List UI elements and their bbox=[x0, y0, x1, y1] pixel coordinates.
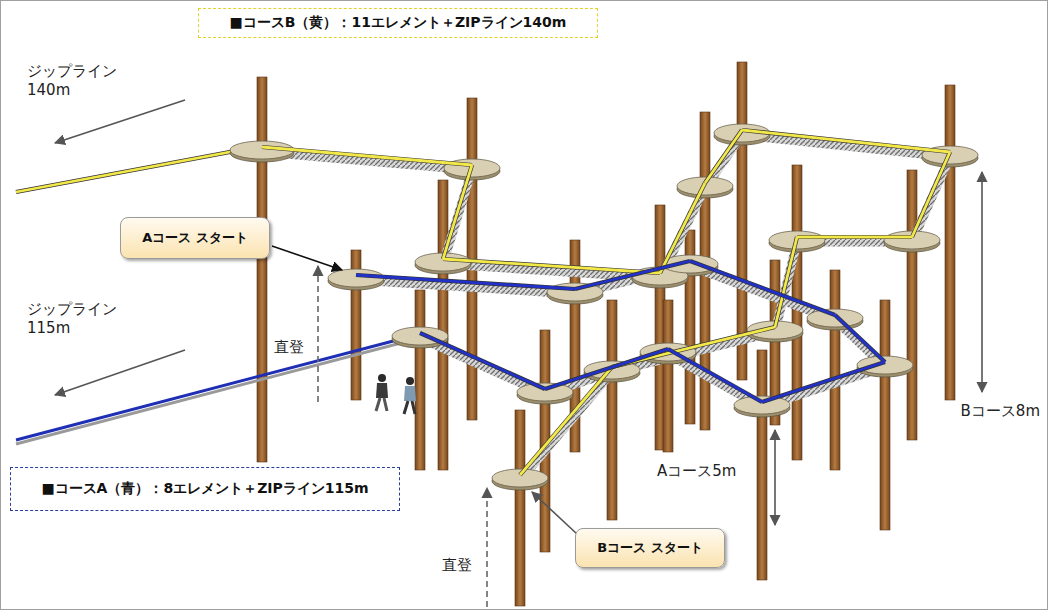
start-callout: Bコース スタート bbox=[575, 528, 725, 568]
course-b-line bbox=[775, 237, 797, 327]
course-b-line-casing bbox=[912, 152, 950, 237]
pole bbox=[757, 350, 767, 580]
ziplines bbox=[16, 146, 420, 444]
height-arrow bbox=[774, 430, 776, 525]
platforms bbox=[230, 124, 978, 490]
person-body bbox=[376, 383, 388, 398]
course-b-line bbox=[262, 147, 472, 165]
course-a-line-casing bbox=[668, 349, 762, 402]
zipline-115-casing bbox=[16, 338, 420, 444]
zipline-label: ジップライン 140m bbox=[25, 62, 133, 100]
start-callout: Aコース スタート bbox=[120, 217, 270, 259]
person-head bbox=[406, 377, 414, 385]
course-b-line-casing bbox=[660, 183, 705, 273]
box-text: ■コースB（黄）：11エレメント＋ZIPライン140m bbox=[230, 14, 567, 32]
box-text: Aコース スタート bbox=[142, 229, 248, 247]
zipline-115 bbox=[16, 334, 420, 440]
platform bbox=[734, 396, 790, 414]
person-head bbox=[378, 374, 386, 382]
course-a-line-casing bbox=[575, 261, 690, 289]
people bbox=[376, 374, 416, 414]
course-a-line-casing bbox=[762, 362, 885, 402]
course-a-line-casing bbox=[356, 275, 575, 289]
course-a-title-box: ■コースA（青）：8エレメント＋ZIPライン115m bbox=[10, 467, 400, 511]
course-b-line bbox=[742, 130, 950, 152]
bridge-nets bbox=[262, 135, 950, 480]
leader-arrow bbox=[272, 246, 342, 270]
pole bbox=[792, 165, 802, 460]
zipline-label: ジップライン 115m bbox=[25, 300, 133, 338]
pole bbox=[880, 300, 890, 530]
pole bbox=[438, 180, 448, 470]
course-a-line bbox=[835, 315, 885, 362]
person-legs bbox=[404, 401, 415, 414]
course-a-line-casing bbox=[835, 315, 885, 362]
course-b-line-casing bbox=[443, 259, 660, 273]
platform bbox=[807, 309, 863, 327]
leader-arrow bbox=[532, 492, 577, 534]
course-a-line bbox=[356, 275, 575, 289]
zipline-140-casing bbox=[16, 146, 262, 192]
course-b-line bbox=[443, 165, 472, 259]
course-a-line-casing bbox=[690, 261, 835, 315]
box-text: ■コースA（青）：8エレメント＋ZIPライン115m bbox=[41, 480, 368, 498]
course-b-title-box: ■コースB（黄）：11エレメント＋ZIPライン140m bbox=[198, 8, 598, 38]
pole bbox=[663, 300, 673, 452]
bridge-net bbox=[742, 135, 950, 157]
course-lines bbox=[262, 130, 950, 475]
course-b-line bbox=[660, 183, 705, 273]
platform bbox=[517, 383, 573, 401]
person-body bbox=[404, 386, 416, 401]
course-a-line-casing bbox=[545, 349, 668, 389]
pole bbox=[830, 270, 840, 470]
zipline-direction-arrow bbox=[55, 100, 185, 143]
course-b-line bbox=[705, 130, 742, 183]
pole bbox=[415, 290, 425, 470]
course-a-line-casing bbox=[420, 333, 545, 389]
course-a-line bbox=[420, 333, 545, 389]
course-b-line bbox=[912, 152, 950, 237]
climb-arrow bbox=[486, 488, 488, 607]
person-figure bbox=[404, 377, 416, 414]
course-b-line-casing bbox=[775, 237, 797, 327]
course-a-line bbox=[575, 261, 690, 289]
course-b-line-casing bbox=[742, 130, 950, 152]
platform bbox=[492, 469, 548, 487]
person-legs bbox=[376, 398, 387, 411]
poles bbox=[257, 62, 955, 606]
course-b-line-casing bbox=[797, 235, 912, 239]
annotations bbox=[55, 100, 982, 607]
height-arrow bbox=[981, 172, 983, 392]
box-text: Bコース スタート bbox=[597, 539, 702, 557]
course-b-line bbox=[443, 259, 660, 273]
pole bbox=[257, 77, 267, 462]
zipline-direction-arrow bbox=[55, 350, 185, 395]
dimension-label: Aコース5m bbox=[655, 462, 738, 481]
course-b-line bbox=[797, 236, 912, 239]
dimension-label: Bコース8m bbox=[959, 402, 1042, 421]
zipline-140 bbox=[16, 146, 262, 192]
course-a-line bbox=[545, 349, 668, 389]
course-a-line bbox=[690, 261, 835, 315]
course-a-line bbox=[762, 362, 885, 402]
pole bbox=[907, 170, 917, 440]
climb-label: 直登 bbox=[272, 338, 306, 357]
pole bbox=[607, 300, 617, 520]
pole bbox=[515, 410, 525, 606]
climb-arrow bbox=[317, 266, 319, 402]
platform bbox=[857, 356, 913, 374]
climb-label: 直登 bbox=[440, 556, 474, 575]
course-b-line-casing bbox=[705, 130, 742, 183]
course-a-line bbox=[668, 349, 762, 402]
pole bbox=[945, 85, 955, 400]
course-b-line-casing bbox=[443, 165, 472, 259]
person-figure bbox=[376, 374, 388, 411]
course-b-line-casing bbox=[262, 147, 472, 165]
